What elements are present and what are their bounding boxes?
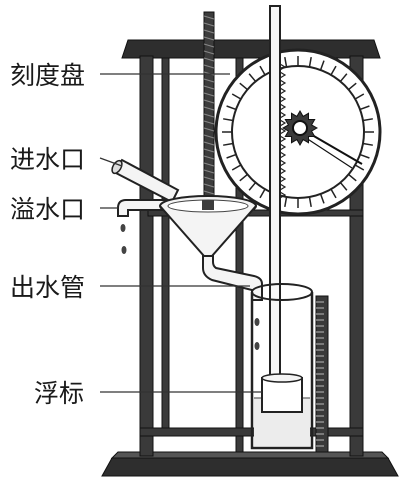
base-plate bbox=[101, 457, 399, 477]
dial-tick bbox=[308, 196, 312, 207]
inlet-pipe bbox=[111, 158, 180, 204]
outlet-pipe bbox=[202, 255, 263, 350]
drip-3 bbox=[254, 318, 260, 326]
dial-tick bbox=[223, 142, 234, 146]
label-dial: 刻度盘 bbox=[10, 61, 85, 90]
dial-assembly bbox=[214, 48, 382, 216]
cylinder-vessel bbox=[250, 283, 314, 450]
dial-ticks bbox=[222, 56, 374, 208]
drip-4 bbox=[254, 342, 260, 350]
dial-tick bbox=[362, 142, 373, 146]
label-inlet: 进水口 bbox=[10, 145, 85, 174]
dial-tick bbox=[226, 153, 237, 159]
gear-hub bbox=[292, 120, 308, 136]
label-float: 浮标 bbox=[34, 379, 84, 408]
dial-tick bbox=[354, 93, 365, 100]
dial-tick bbox=[339, 182, 348, 191]
dial-tick bbox=[239, 173, 248, 182]
top-plate bbox=[121, 39, 381, 59]
dial-tick bbox=[319, 60, 325, 71]
dial-tick bbox=[354, 164, 365, 171]
left-back-post bbox=[161, 57, 170, 431]
dial-tick bbox=[339, 73, 348, 82]
dial-tick bbox=[359, 153, 370, 159]
dial-tick bbox=[223, 118, 234, 122]
dial-tick bbox=[348, 173, 357, 182]
dial-tick bbox=[348, 82, 357, 91]
dial-tick bbox=[359, 105, 370, 111]
dial-tick bbox=[284, 57, 288, 68]
dial-tick bbox=[231, 93, 242, 100]
overflow-spout bbox=[117, 199, 167, 254]
dial-tick bbox=[239, 82, 248, 91]
dial-tick bbox=[226, 105, 237, 111]
dial-tick bbox=[231, 164, 242, 171]
dial-tick bbox=[319, 193, 325, 204]
dial-tick bbox=[308, 57, 312, 68]
dial-tick bbox=[259, 65, 266, 76]
dial-tick bbox=[330, 65, 337, 76]
label-outlet-pipe: 出水管 bbox=[10, 273, 85, 302]
left-front-post bbox=[139, 55, 154, 457]
threaded-rod bbox=[203, 11, 215, 211]
base-top bbox=[110, 451, 390, 459]
dial-tick bbox=[248, 182, 257, 191]
float-block bbox=[261, 377, 303, 413]
drip-1 bbox=[120, 224, 126, 232]
right-back-post bbox=[235, 57, 244, 453]
leader-inlet bbox=[99, 157, 123, 167]
labels: 刻度盘 进水口 溢水口 出水管 浮标 bbox=[10, 61, 262, 408]
label-overflow: 溢水口 bbox=[10, 195, 85, 224]
middle-crossbar bbox=[147, 209, 364, 217]
dial-tick bbox=[284, 196, 288, 207]
dial-tick bbox=[259, 188, 266, 199]
scale-bar bbox=[315, 295, 329, 453]
dial-tick bbox=[330, 188, 337, 199]
dial-tick bbox=[248, 73, 257, 82]
drip-2 bbox=[121, 246, 127, 254]
funnel bbox=[159, 195, 257, 257]
dial-tick bbox=[362, 118, 373, 122]
